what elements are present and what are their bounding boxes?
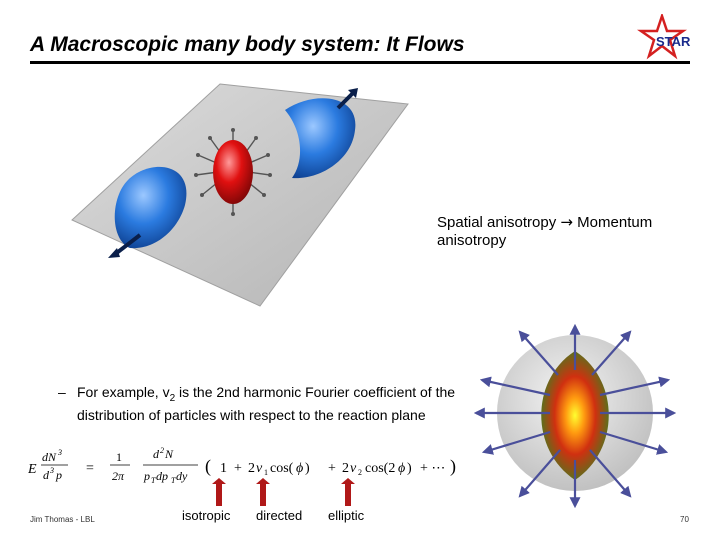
svg-text:1: 1 <box>220 461 227 476</box>
elliptic-arrow-icon <box>345 482 351 506</box>
title-underline <box>30 61 690 64</box>
collision-illustration <box>71 83 409 307</box>
svg-text:d: d <box>43 468 50 482</box>
svg-text:2: 2 <box>358 468 362 477</box>
caption-spatial: Spatial anisotropy <box>437 214 557 231</box>
term-pointer-arrows <box>212 478 355 506</box>
momentum-anisotropy-figure <box>473 323 677 509</box>
svg-text:3: 3 <box>57 448 62 457</box>
svg-text:p: p <box>143 469 150 483</box>
svg-text:ϕ: ϕ <box>398 461 405 476</box>
svg-text:dy: dy <box>176 469 188 483</box>
svg-text:2π: 2π <box>112 469 125 483</box>
bullet-dash: – <box>58 384 66 400</box>
svg-text:T: T <box>151 476 156 485</box>
participant-zone <box>194 128 272 216</box>
svg-text:ϕ: ϕ <box>296 461 303 476</box>
svg-text:2: 2 <box>248 461 255 476</box>
fourier-formula: E dN 3 d 3 p = 1 2π d 2 N p T dp T dy ( … <box>28 446 456 485</box>
label-directed: directed <box>256 508 303 523</box>
svg-text:v: v <box>256 461 263 476</box>
svg-text:(: ( <box>205 456 211 477</box>
anisotropy-caption: Spatial anisotropy → Momentum anisotropy <box>437 213 707 250</box>
svg-text:2: 2 <box>342 461 349 476</box>
svg-text:+: + <box>328 461 336 476</box>
svg-text:N: N <box>164 447 174 461</box>
bullet-post: is the 2nd harmonic Fourier coefficient … <box>77 384 456 423</box>
page-number: 70 <box>680 515 689 524</box>
bullet-pre: For example, v <box>77 384 170 400</box>
spectator-upper <box>285 88 358 179</box>
svg-text:1: 1 <box>116 450 122 464</box>
svg-text:+ ⋯: + ⋯ <box>420 461 445 476</box>
label-isotropic: isotropic <box>182 508 231 523</box>
spectator-lower <box>108 166 187 258</box>
star-logo-icon <box>636 14 688 60</box>
svg-text:): ) <box>305 461 310 476</box>
bullet-text: For example, v2 is the 2nd harmonic Four… <box>77 384 457 424</box>
svg-text:2: 2 <box>160 446 164 455</box>
svg-text:p: p <box>55 468 62 482</box>
svg-text:): ) <box>407 461 412 476</box>
caption-momentum: Momentum anisotropy <box>437 214 653 249</box>
footer-author: Jim Thomas - LBL <box>30 515 95 524</box>
svg-text:): ) <box>450 456 456 477</box>
svg-text:1: 1 <box>264 468 268 477</box>
svg-text:cos(2: cos(2 <box>365 461 395 476</box>
svg-text:+: + <box>234 461 242 476</box>
svg-text:E: E <box>28 462 37 477</box>
isotropic-arrow-icon <box>216 482 222 506</box>
right-arrow-icon: → <box>560 213 573 231</box>
slide-title: A Macroscopic many body system: It Flows <box>30 33 465 56</box>
svg-text:dp: dp <box>156 469 168 483</box>
label-elliptic: elliptic <box>328 508 365 523</box>
svg-text:d: d <box>153 447 160 461</box>
svg-text:3: 3 <box>49 466 54 475</box>
bullet-subscript: 2 <box>169 392 176 404</box>
star-logo-text: STAR <box>656 34 691 49</box>
svg-text:=: = <box>86 461 94 476</box>
svg-text:cos(: cos( <box>270 461 294 476</box>
svg-text:dN: dN <box>42 450 57 464</box>
directed-arrow-icon <box>260 482 266 506</box>
svg-text:T: T <box>171 476 176 485</box>
svg-text:v: v <box>350 461 357 476</box>
